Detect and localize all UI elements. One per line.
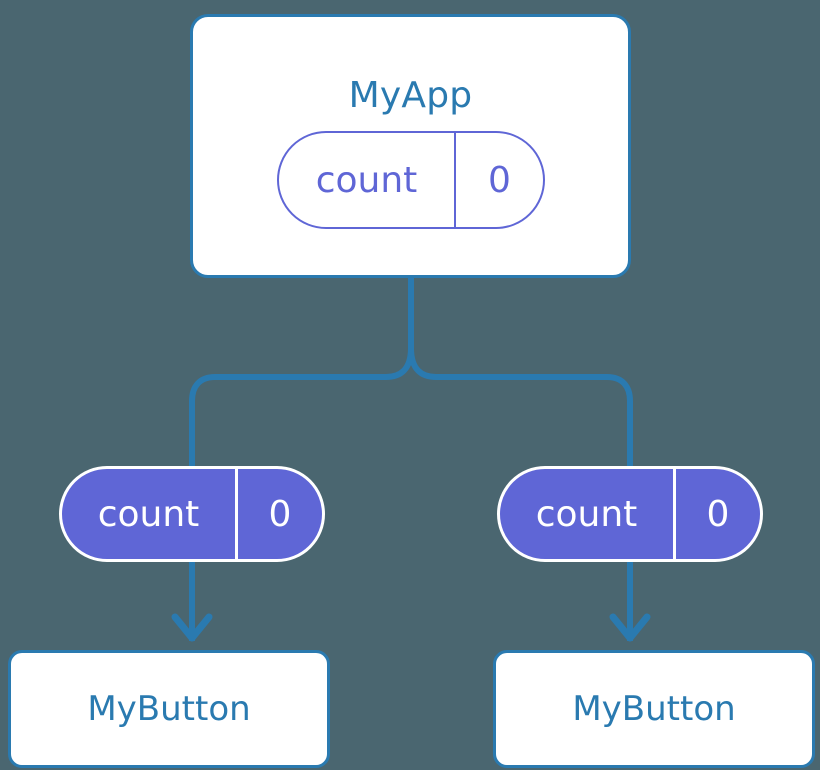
- split-connector-left: [189, 347, 414, 470]
- root-state-pill[interactable]: count 0: [277, 131, 545, 229]
- branch-right-state-value: 0: [706, 493, 730, 535]
- branch-left-state-pill[interactable]: count 0: [59, 466, 325, 562]
- mybutton-right-card[interactable]: MyButton: [493, 650, 815, 768]
- arrow-head-left-icon: [171, 613, 213, 642]
- arrow-head-right-icon: [609, 613, 651, 642]
- branch-left-state-value: 0: [268, 493, 292, 535]
- branch-right-state-key: count: [500, 469, 676, 559]
- mybutton-right-label: MyButton: [572, 689, 736, 729]
- myapp-title: MyApp: [348, 75, 473, 116]
- branch-right-state-pill[interactable]: count 0: [497, 466, 763, 562]
- root-state-value: 0: [488, 159, 511, 201]
- mybutton-left-label: MyButton: [87, 689, 251, 729]
- split-connector-right: [408, 347, 633, 470]
- root-state-key: count: [279, 133, 456, 227]
- mybutton-left-card[interactable]: MyButton: [8, 650, 330, 768]
- branch-left-state-key: count: [62, 469, 238, 559]
